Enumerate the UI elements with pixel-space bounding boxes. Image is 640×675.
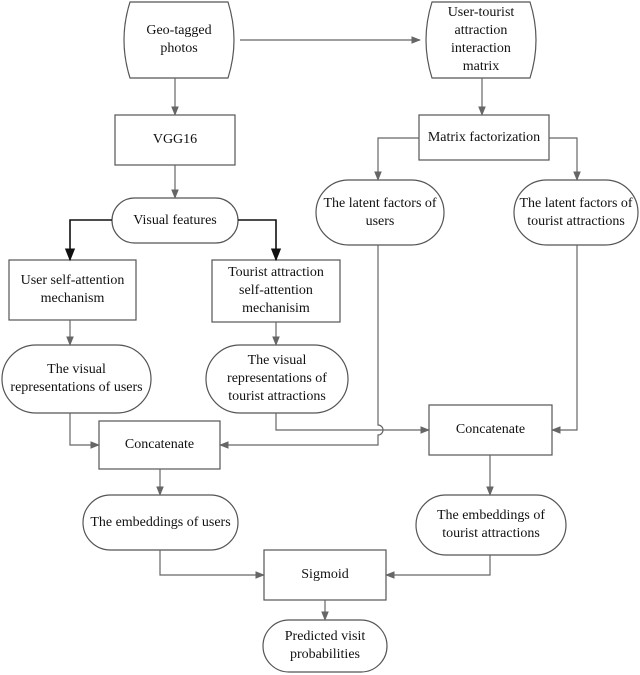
arrow-emb-attractions-to-sigmoid xyxy=(385,555,491,579)
arrow-emb-users-to-sigmoid xyxy=(159,550,265,579)
interaction-matrix-shape xyxy=(425,1,537,79)
emb-attractions-shape xyxy=(415,494,567,556)
arrow-factorization-to-latent-attractions xyxy=(549,137,581,181)
arrow-visual-repr-users-to-concat xyxy=(69,413,100,449)
concat-users-shape xyxy=(98,420,221,470)
vgg16-shape xyxy=(114,114,236,166)
visual-repr-users-shape xyxy=(1,344,152,414)
emb-users-shape xyxy=(82,494,239,551)
predicted-shape xyxy=(262,619,388,673)
sigmoid-shape xyxy=(263,549,387,601)
user-attention-shape xyxy=(8,259,137,321)
arrow-visual-features-to-user-attention xyxy=(64,219,112,262)
arrow-latent-users-to-concat xyxy=(219,245,384,449)
latent-attractions-shape xyxy=(513,179,639,246)
concat-attractions-shape xyxy=(428,404,553,456)
arrow-visual-repr-attractions-to-concat xyxy=(275,413,430,434)
latent-users-shape xyxy=(315,179,445,246)
attraction-attention-shape xyxy=(211,259,341,323)
matrix-factorization-shape xyxy=(418,114,550,161)
arrow-visual-features-to-attraction-attention xyxy=(238,219,282,262)
geo-photos-shape xyxy=(123,1,235,79)
arrow-factorization-to-latent-users xyxy=(374,137,419,181)
visual-features-shape xyxy=(111,197,239,244)
arrow-latent-attractions-to-concat xyxy=(551,245,578,434)
visual-repr-attractions-shape xyxy=(205,344,349,414)
